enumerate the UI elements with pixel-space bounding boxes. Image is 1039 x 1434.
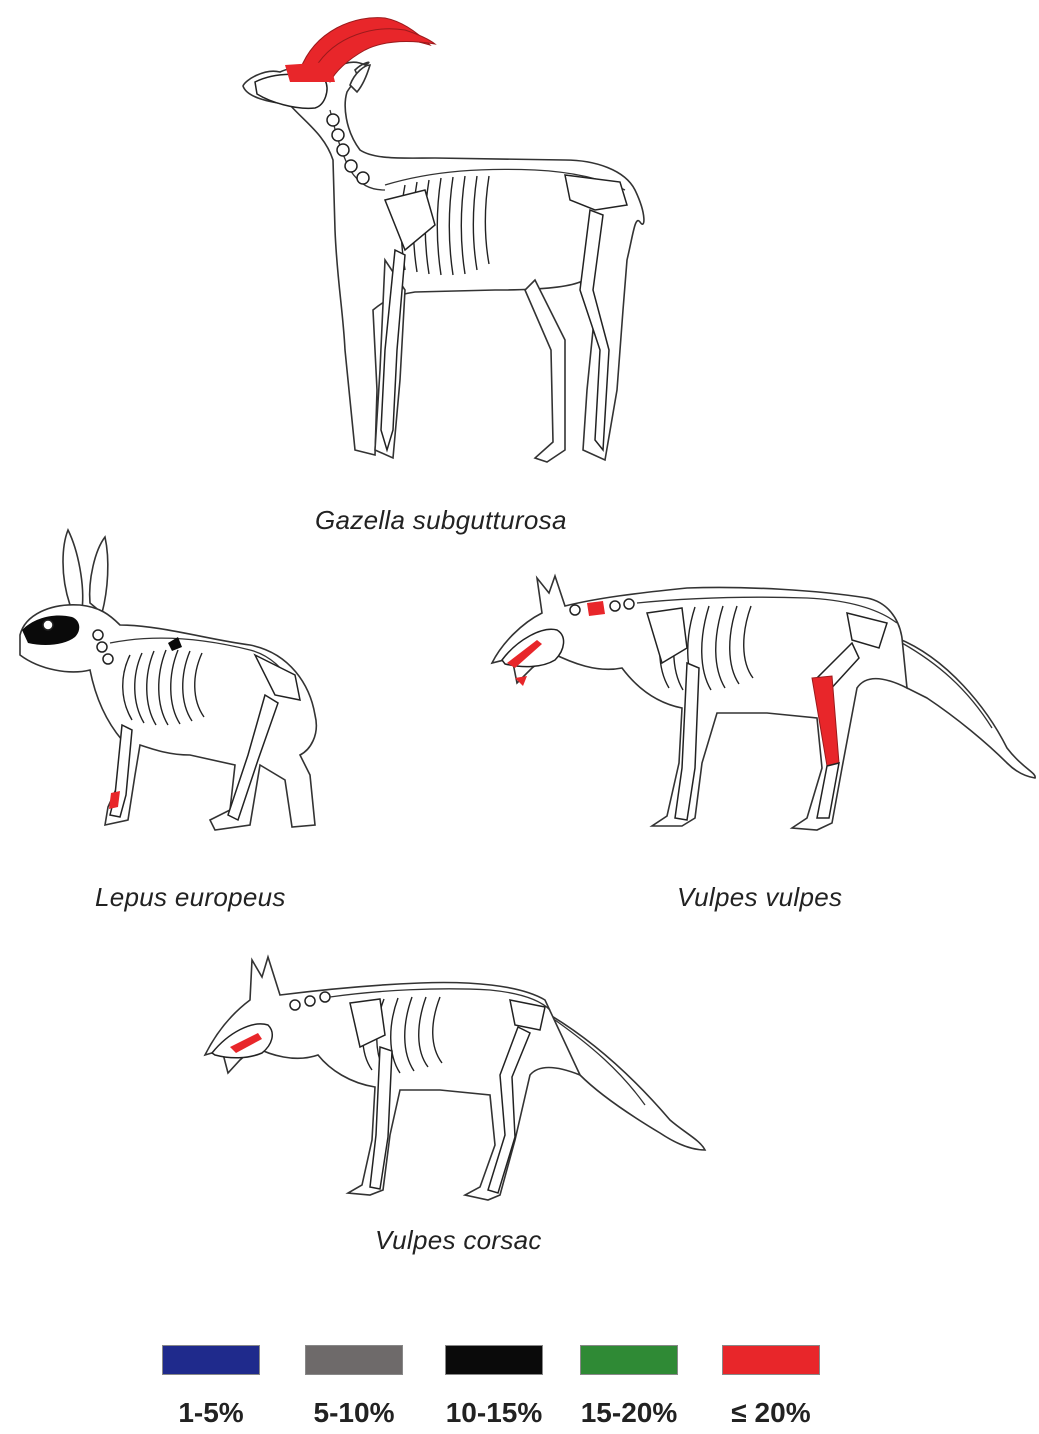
species-label-gazelle: Gazella subgutturosa <box>315 505 567 536</box>
legend-label-15-20: 15-20% <box>564 1397 694 1429</box>
legend-swatch-10-15 <box>445 1345 543 1375</box>
species-label-corsac-fox: Vulpes corsac <box>375 1225 542 1256</box>
gazelle-drawing <box>235 10 665 470</box>
legend-swatch-15-20 <box>580 1345 678 1375</box>
legend-swatch-1-5 <box>162 1345 260 1375</box>
red-fox-skeleton <box>487 568 1039 843</box>
gazelle-skeleton <box>235 10 665 470</box>
legend-swatch-5-10 <box>305 1345 403 1375</box>
corsac-fox-drawing <box>200 955 720 1215</box>
legend-label-10-15: 10-15% <box>429 1397 559 1429</box>
species-label-hare: Lepus europeus <box>95 882 286 913</box>
legend-label-5-10: 5-10% <box>289 1397 419 1429</box>
legend-swatch-20-plus <box>722 1345 820 1375</box>
species-label-red-fox: Vulpes vulpes <box>677 882 842 913</box>
corsac-fox-skeleton <box>200 955 720 1215</box>
legend-label-20-plus: ≤ 20% <box>706 1397 836 1429</box>
hare-drawing <box>10 525 330 840</box>
legend-label-1-5: 1-5% <box>146 1397 276 1429</box>
red-fox-drawing <box>487 568 1039 843</box>
hare-skeleton <box>10 525 330 840</box>
